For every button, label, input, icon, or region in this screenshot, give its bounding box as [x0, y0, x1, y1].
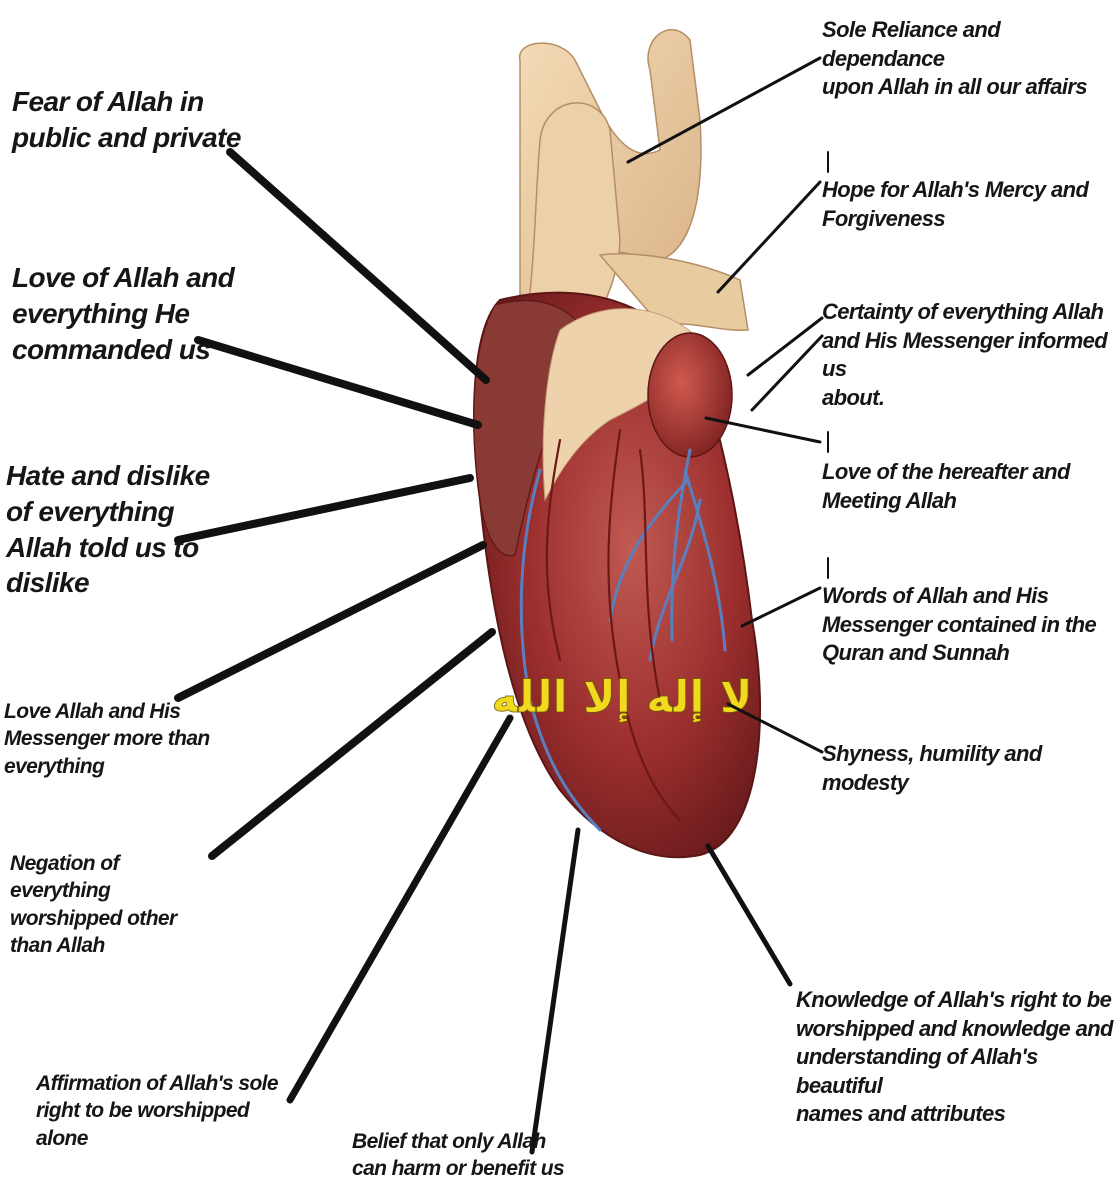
label-knowledge-of-allah: Knowledge of Allah's right to be worship… — [796, 986, 1120, 1129]
leader-line-hate — [178, 478, 470, 540]
label-negation: Negation of everything worshipped other … — [10, 850, 177, 959]
leader-line-affirmation — [290, 718, 510, 1100]
label-sole-reliance: Sole Reliance and dependance upon Allah … — [822, 16, 1120, 102]
label-love-of-allah-commanded: Love of Allah and everything He commande… — [12, 260, 234, 367]
heart-illustration: لا إله إلا الله — [474, 30, 760, 857]
label-love-of-hereafter: Love of the hereafter and Meeting Allah — [822, 458, 1070, 515]
leader-line-love-commanded — [198, 340, 478, 425]
leader-line-fear — [230, 152, 486, 380]
label-shyness-humility: Shyness, humility and modesty — [822, 740, 1120, 797]
label-hope-for-mercy: Hope for Allah's Mercy and Forgiveness — [822, 176, 1088, 233]
label-hate-and-dislike: Hate and dislike of everything Allah tol… — [6, 458, 210, 601]
left-atrium-illustration — [648, 333, 732, 457]
label-fear-of-allah: Fear of Allah in public and private — [12, 84, 241, 156]
leader-line-words — [742, 588, 820, 626]
label-certainty: Certainty of everything Allah and His Me… — [822, 298, 1120, 412]
leader-line-hope — [718, 182, 820, 292]
label-affirmation: Affirmation of Allah's sole right to be … — [36, 1070, 278, 1152]
label-belief-harm-benefit: Belief that only Allah can harm or benef… — [352, 1128, 564, 1183]
leader-line-belief — [532, 830, 578, 1152]
leader-line-knowledge — [708, 846, 790, 984]
leader-line-certainty-b — [752, 336, 822, 410]
label-words-of-allah: Words of Allah and His Messenger contain… — [822, 582, 1096, 668]
shahada-inscription: لا إله إلا الله — [491, 672, 752, 723]
label-love-allah-and-messenger: Love Allah and His Messenger more than e… — [4, 698, 210, 780]
